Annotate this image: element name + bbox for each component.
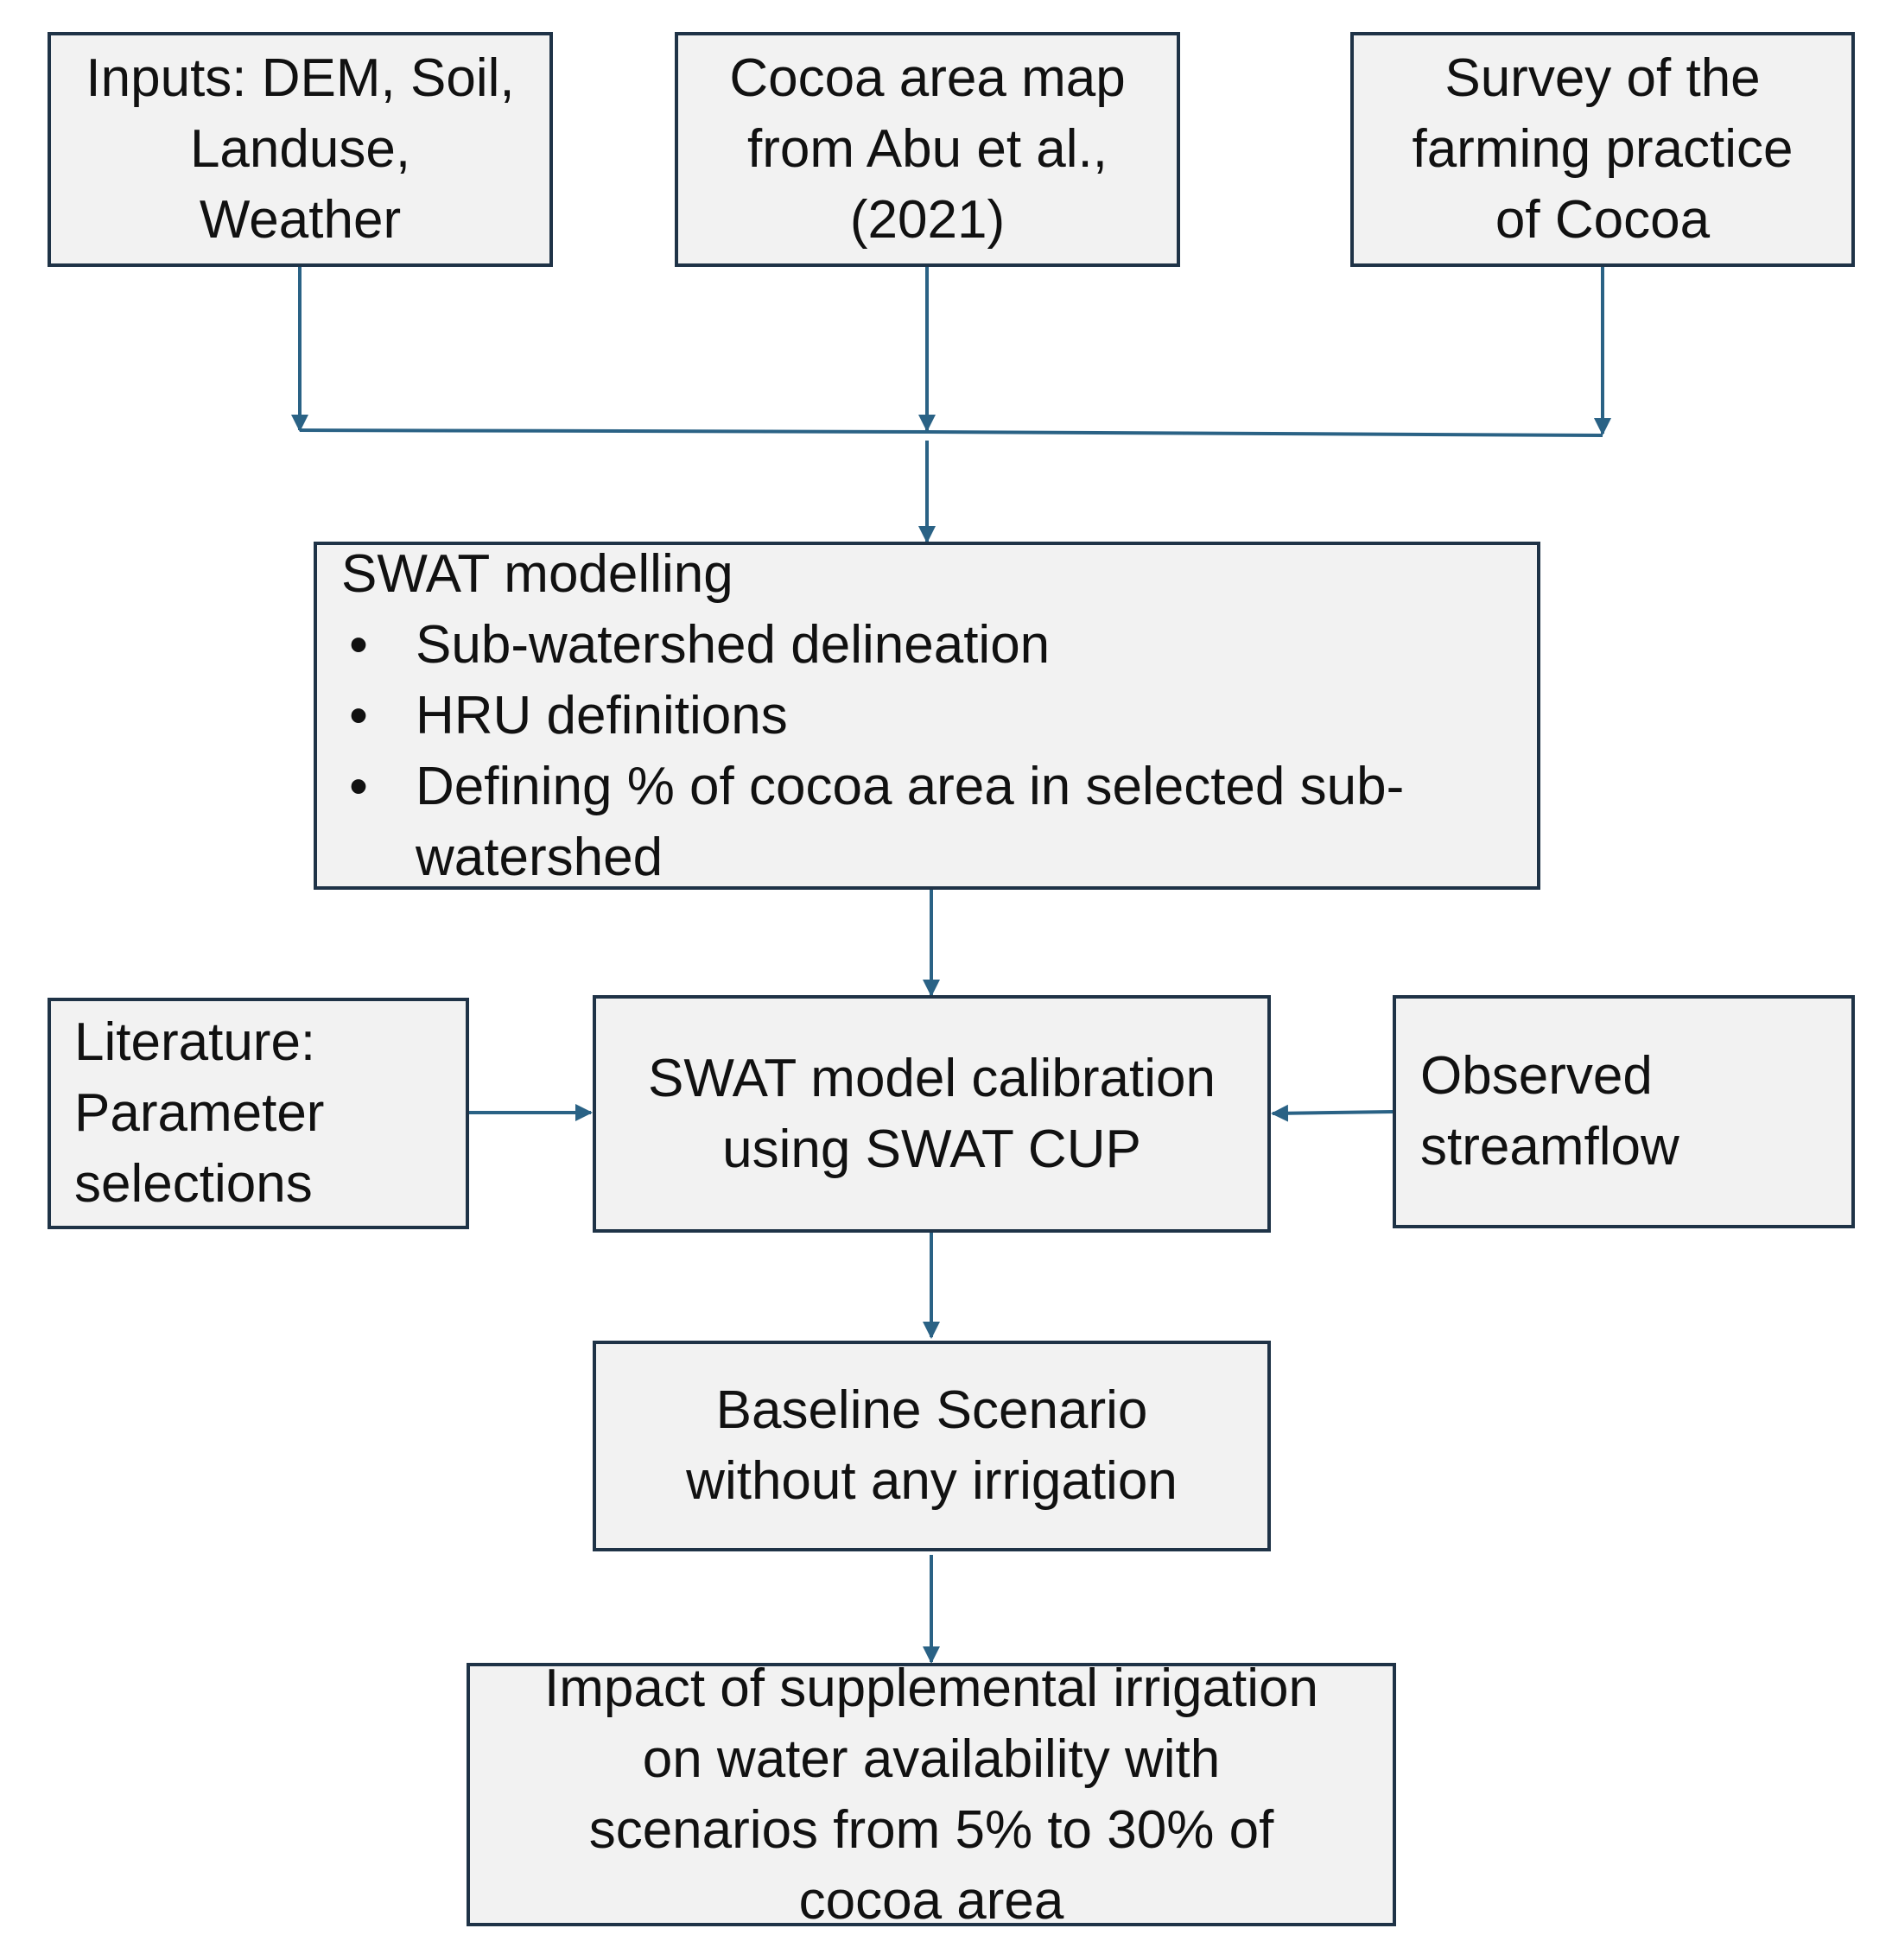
literature-line-3: selections bbox=[74, 1154, 313, 1214]
observed-line-1: Observed bbox=[1420, 1046, 1653, 1106]
swat-modelling-title: SWAT modelling bbox=[341, 543, 733, 604]
cocoa-map-line-2: from Abu et al., bbox=[747, 119, 1108, 179]
inputs-line-3: Weather bbox=[199, 190, 402, 250]
bullet-text: Sub-watershed delineation bbox=[416, 614, 1051, 675]
literature-line-2: Parameter bbox=[74, 1083, 325, 1143]
bullet-text: HRU definitions bbox=[416, 685, 788, 745]
survey-box: Survey of the farming practice of Cocoa bbox=[1350, 32, 1855, 267]
inputs-line-2: Landuse, bbox=[189, 119, 411, 179]
bullet-item-sub-watershed: • Sub-watershed delineation bbox=[341, 610, 1404, 681]
cocoa-area-map-box: Cocoa area map from Abu et al., (2021) bbox=[675, 32, 1180, 267]
survey-line-3: of Cocoa bbox=[1495, 190, 1711, 250]
bullet-dot: • bbox=[349, 685, 368, 745]
observed-line-2: streamflow bbox=[1420, 1117, 1679, 1177]
literature-box: Literature: Parameter selections bbox=[48, 998, 469, 1229]
swat-modelling-bullet-list: • Sub-watershed delineation • HRU defini… bbox=[341, 610, 1404, 893]
impact-line-1: Impact of supplemental irrigation bbox=[543, 1658, 1318, 1718]
cocoa-map-line-3: (2021) bbox=[849, 190, 1006, 250]
swat-calibration-box: SWAT model calibration using SWAT CUP bbox=[593, 995, 1271, 1233]
bullet-dot: • bbox=[349, 614, 368, 675]
swat-modelling-box: SWAT modelling • Sub-watershed delineati… bbox=[314, 542, 1540, 890]
bullet-dot: • bbox=[349, 756, 368, 816]
baseline-line-2: without any irrigation bbox=[686, 1451, 1178, 1511]
bullet-text: Defining % of cocoa area in selected sub… bbox=[416, 756, 1405, 816]
bullet-item-hru: • HRU definitions bbox=[341, 681, 1404, 752]
bullet-item-cocoa-percent: • Defining % of cocoa area in selected s… bbox=[341, 752, 1404, 893]
inputs-box: Inputs: DEM, Soil, Landuse, Weather bbox=[48, 32, 553, 267]
impact-line-2: on water availability with bbox=[642, 1728, 1221, 1789]
literature-line-1: Literature: bbox=[74, 1012, 316, 1072]
baseline-scenario-box: Baseline Scenario without any irrigation bbox=[593, 1341, 1271, 1551]
observed-streamflow-box: Observed streamflow bbox=[1393, 995, 1855, 1228]
bullet-text-continued: watershed bbox=[416, 827, 663, 887]
survey-line-2: farming practice bbox=[1412, 119, 1794, 179]
cocoa-map-line-1: Cocoa area map bbox=[729, 48, 1126, 108]
calibration-line-2: using SWAT CUP bbox=[722, 1119, 1141, 1179]
calibration-line-1: SWAT model calibration bbox=[648, 1048, 1216, 1108]
impact-irrigation-box: Impact of supplemental irrigation on wat… bbox=[467, 1659, 1396, 1931]
impact-line-3: scenarios from 5% to 30% of bbox=[588, 1799, 1274, 1860]
survey-line-1: Survey of the bbox=[1444, 48, 1761, 108]
impact-line-4: cocoa area bbox=[798, 1870, 1064, 1931]
baseline-line-1: Baseline Scenario bbox=[715, 1380, 1148, 1440]
merge-line bbox=[299, 428, 1603, 437]
arrow-observed-to-calibration bbox=[1271, 1104, 1394, 1122]
inputs-line-1: Inputs: DEM, Soil, bbox=[86, 48, 515, 108]
